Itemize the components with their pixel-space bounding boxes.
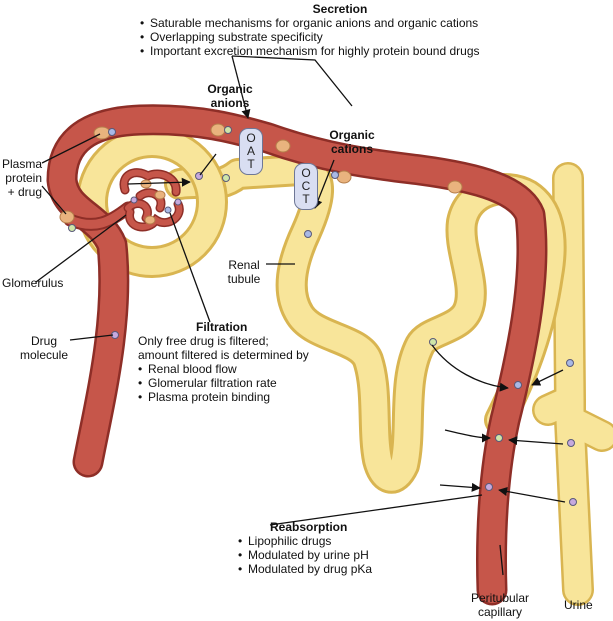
oct-letter: T	[302, 192, 310, 206]
drug-molecule-dot	[130, 196, 138, 204]
plasma-protein-line: + drug	[7, 185, 42, 199]
drug-molecule-dot	[567, 439, 575, 447]
drug-molecule-dot	[514, 381, 522, 389]
secretion-bullet: Important excretion mechanism for highly…	[140, 44, 490, 58]
reabsorption-bullet: Modulated by drug pKa	[238, 562, 372, 576]
drug-molecule-dot	[68, 224, 76, 232]
oat-letter: O	[246, 131, 256, 145]
protein-blob	[93, 126, 111, 140]
renal-tubule-line: tubule	[227, 272, 261, 286]
reabsorption-title: Reabsorption	[270, 520, 348, 534]
secretion-block: Secretion Saturable mechanisms for organ…	[140, 2, 490, 58]
drug-molecules	[68, 126, 577, 506]
protein-blob	[144, 215, 156, 225]
filtration-bullet: Glomerular filtration rate	[138, 376, 309, 390]
drug-molecule-dot	[222, 174, 230, 182]
leader-lines	[35, 55, 566, 576]
organic-anions-label: Organic anions	[198, 82, 262, 110]
secretion-bullet: Saturable mechanisms for organic anions …	[140, 16, 490, 30]
plasma-protein-line: Plasma	[1, 157, 42, 171]
drug-molecule-line: molecule	[19, 348, 69, 362]
protein-blob	[59, 210, 75, 224]
glomerulus-label: Glomerulus	[2, 276, 64, 290]
protein-blob	[210, 123, 226, 137]
reabsorption-block: Reabsorption Lipophilic drugs Modulated …	[238, 520, 372, 576]
peritubular-capillary-line: capillary	[477, 605, 522, 619]
oct-letter: C	[301, 179, 311, 193]
drug-molecule-line: Drug	[30, 334, 57, 348]
drug-molecule-dot	[174, 198, 182, 206]
oat-letter: T	[247, 157, 255, 171]
renal-tubule-label: Renal tubule	[222, 258, 266, 286]
renal-tubule-line: Renal	[228, 258, 260, 272]
filtration-line: amount filtered is determined by	[138, 348, 309, 362]
oct-letter: O	[301, 166, 311, 180]
filtration-block: Filtration Only free drug is filtered; a…	[138, 320, 309, 404]
plasma-protein-drug-label: Plasma protein + drug	[0, 157, 42, 199]
drug-molecule-dot	[331, 171, 339, 179]
protein-blob	[447, 180, 463, 194]
drug-molecule-dot	[108, 128, 116, 136]
oat-transporter: O A T	[239, 128, 263, 175]
organic-anions-line: anions	[210, 96, 250, 110]
drug-molecule-dot	[566, 359, 574, 367]
filtration-bullet: Renal blood flow	[138, 362, 309, 376]
protein-blob	[336, 170, 352, 184]
filtration-line: Only free drug is filtered;	[138, 334, 269, 348]
drug-molecule-dot	[304, 230, 312, 238]
organic-cations-label: Organic cations	[320, 128, 384, 156]
drug-molecule-dot	[224, 126, 232, 134]
organic-cations-line: cations	[330, 142, 373, 156]
protein-blob	[275, 139, 291, 153]
plasma-protein-line: protein	[5, 171, 42, 185]
reabsorption-bullet: Lipophilic drugs	[238, 534, 372, 548]
drug-molecule-dot	[495, 434, 503, 442]
peritubular-capillary-line: Peritubular	[470, 591, 530, 605]
drug-molecule-dot	[569, 498, 577, 506]
filtration-title: Filtration	[196, 320, 248, 334]
drug-molecule-dot	[485, 483, 493, 491]
peritubular-capillary-label: Peritubular capillary	[460, 591, 540, 619]
oat-letter: A	[246, 144, 255, 158]
organic-anions-line: Organic	[207, 82, 253, 96]
secretion-title: Secretion	[312, 2, 368, 16]
drug-molecule-dot	[164, 206, 172, 214]
drug-molecule-dot	[429, 338, 437, 346]
oct-transporter: O C T	[294, 163, 318, 210]
secretion-bullet: Overlapping substrate specificity	[140, 30, 490, 44]
glomerulus-tuft	[119, 168, 184, 232]
protein-blob	[154, 190, 166, 200]
urine-label: Urine	[564, 598, 593, 612]
filtration-bullet: Plasma protein binding	[138, 390, 309, 404]
reabsorption-bullet: Modulated by urine pH	[238, 548, 372, 562]
drug-molecule-label: Drug molecule	[15, 334, 73, 362]
organic-cations-line: Organic	[329, 128, 375, 142]
